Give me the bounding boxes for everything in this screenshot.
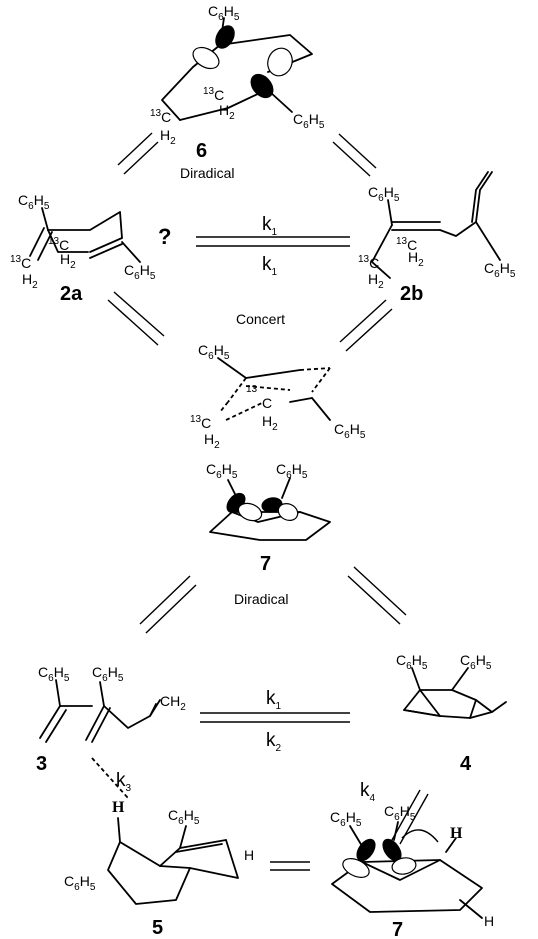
compound-number-7-top: 7 xyxy=(260,553,271,575)
svg-text:13C: 13C xyxy=(203,86,224,103)
svg-text:13C: 13C xyxy=(10,254,31,271)
svg-text:C6H5: C6H5 xyxy=(334,421,366,441)
rate-k4: k4 xyxy=(360,780,376,804)
compound-number-7-bottom: 7 xyxy=(392,919,403,939)
svg-text:13C: 13C xyxy=(150,108,171,125)
caption-diradical-top: Diradical xyxy=(180,165,234,181)
bold-h-7: H xyxy=(450,825,463,842)
svg-text:H2: H2 xyxy=(408,249,424,269)
compound-number-5: 5 xyxy=(152,917,163,939)
svg-text:H2: H2 xyxy=(160,127,176,147)
svg-text:13C: 13C xyxy=(358,254,379,271)
arrow-k3: k3 xyxy=(91,757,132,799)
svg-text:C6H5: C6H5 xyxy=(368,184,400,204)
structure-concert-ts: C6H5 13 C H2 13C H2 C6H5 xyxy=(190,342,366,451)
orbital-lobe-upper xyxy=(215,25,235,49)
caption-concert: Concert xyxy=(236,311,285,327)
rate-k1-bottom: k1 xyxy=(266,688,282,712)
structure-4: C6H5 C6H5 4 xyxy=(396,652,507,775)
svg-text:C6H5: C6H5 xyxy=(293,111,325,131)
svg-text:C6H5: C6H5 xyxy=(484,260,516,280)
svg-text:C6H5: C6H5 xyxy=(384,803,416,823)
svg-text:H2: H2 xyxy=(204,431,220,451)
caption-diradical-bottom: Diradical xyxy=(234,591,288,607)
svg-text:C6H5: C6H5 xyxy=(18,192,50,212)
orbital-lobe-lower xyxy=(192,46,220,70)
svg-text:13C: 13C xyxy=(48,236,69,253)
svg-text:C6H5: C6H5 xyxy=(460,652,492,672)
structure-5: H C6H5 C6H5 H 5 xyxy=(64,799,254,939)
rate-k2-bottom: k2 xyxy=(266,730,282,754)
svg-text:H2: H2 xyxy=(262,413,278,433)
svg-text:C6H5: C6H5 xyxy=(206,461,238,481)
svg-text:C6H5: C6H5 xyxy=(38,664,70,684)
svg-text:H2: H2 xyxy=(22,271,38,291)
svg-text:C6H5: C6H5 xyxy=(276,461,308,481)
orbital-lobe-lower xyxy=(250,73,274,99)
svg-text:13C: 13C xyxy=(190,414,211,431)
compound-number-2a: 2a xyxy=(60,283,83,305)
compound-number-6: 6 xyxy=(196,140,207,162)
structure-2a: C6H5 13C H2 13C H2 C6H5 2a xyxy=(10,192,156,305)
svg-text:C6H5: C6H5 xyxy=(396,652,428,672)
svg-text:C6H5: C6H5 xyxy=(64,873,96,893)
rate-k1-forward: k1 xyxy=(262,214,278,238)
svg-text:13: 13 xyxy=(246,384,258,395)
rate-k3: k3 xyxy=(116,770,132,794)
equilibrium-arrows-5-7 xyxy=(270,861,310,871)
svg-text:H2: H2 xyxy=(60,251,76,271)
structure-2b: C6H5 13C H2 13C H2 C6H5 2b xyxy=(358,171,516,305)
diagonal-equilibria-top xyxy=(107,133,393,351)
svg-text:C6H5: C6H5 xyxy=(208,3,240,23)
rate-k1-reverse: k1 xyxy=(262,254,278,278)
svg-text:C6H5: C6H5 xyxy=(92,664,124,684)
structure-7-diradical: C6H5 C6H5 7 xyxy=(206,461,331,575)
orbital-lobe-upper xyxy=(267,47,293,77)
bold-h-5: H xyxy=(112,799,125,816)
svg-text:C6H5: C6H5 xyxy=(198,342,230,362)
compound-number-3: 3 xyxy=(36,753,47,775)
structure-6-diradical: C6H5 13C H2 13C H2 C6H5 6 Diradical xyxy=(150,3,325,181)
svg-text:C6H5: C6H5 xyxy=(124,262,156,282)
equilibrium-arrows-top: k1 k1 xyxy=(196,214,350,278)
svg-text:CH2: CH2 xyxy=(160,693,186,713)
svg-text:13C: 13C xyxy=(396,236,417,253)
equilibrium-arrows-bottom: k1 k2 xyxy=(200,688,350,754)
structure-3: C6H5 C6H5 CH2 3 xyxy=(36,664,186,775)
svg-text:H2: H2 xyxy=(219,102,235,122)
svg-text:C: C xyxy=(262,395,272,411)
svg-text:H: H xyxy=(484,913,494,929)
svg-text:C6H5: C6H5 xyxy=(168,807,200,827)
compound-number-2b: 2b xyxy=(400,283,423,305)
compound-number-4: 4 xyxy=(460,753,472,775)
question-mark: ? xyxy=(158,224,171,249)
diagonal-equilibria-bottom xyxy=(139,566,407,633)
structure-7-bottom: C6H5 C6H5 H H 7 xyxy=(330,803,494,939)
svg-text:H: H xyxy=(244,847,254,863)
svg-text:C6H5: C6H5 xyxy=(330,809,362,829)
svg-text:H2: H2 xyxy=(368,271,384,291)
